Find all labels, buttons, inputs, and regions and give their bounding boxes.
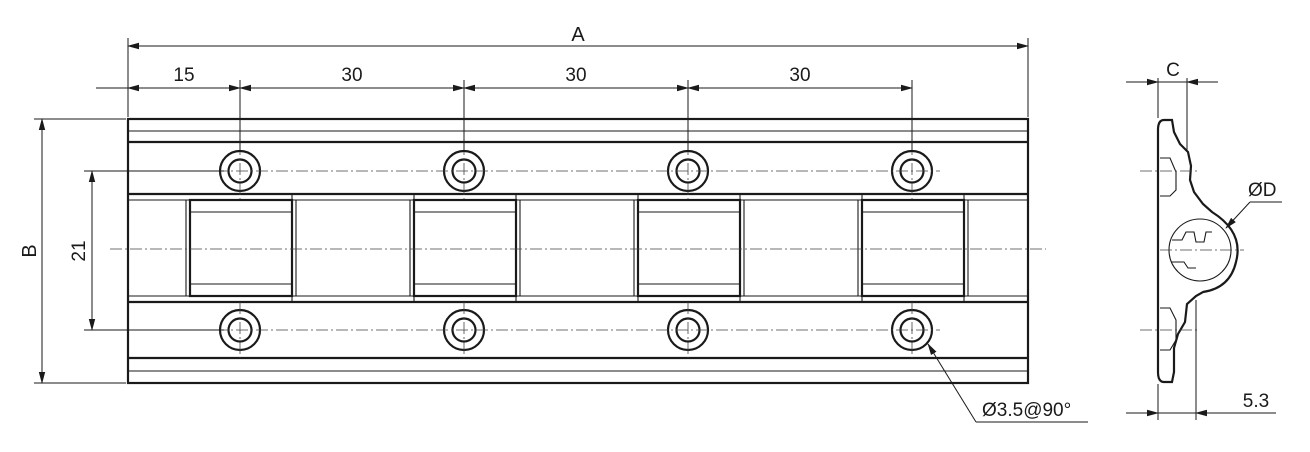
dimension-d: ØD <box>1225 180 1282 229</box>
dim-label-d: ØD <box>1248 180 1277 201</box>
mounting-holes <box>218 143 934 358</box>
slot-window <box>860 198 966 298</box>
dimension-21: 21 <box>69 170 224 331</box>
slot-window <box>636 198 742 298</box>
dim-label-30-first: 30 <box>341 65 362 86</box>
dimension-5-3: 5.3 <box>1126 300 1276 420</box>
dimension-hole-pitch: 15 30 30 30 <box>96 65 913 152</box>
dimension-b: B <box>19 118 126 384</box>
slot-windows <box>127 194 1029 302</box>
side-lower-countersink <box>1160 307 1177 351</box>
dim-label-b: B <box>19 244 41 257</box>
rail-outline <box>126 117 1030 385</box>
dim-label-21: 21 <box>69 240 90 261</box>
slot-window <box>188 198 294 298</box>
side-tube-key <box>1172 231 1212 269</box>
slot-window <box>412 198 518 298</box>
dim-label-a: A <box>571 24 585 46</box>
dim-label-c: C <box>1166 60 1180 81</box>
side-view <box>1140 118 1244 384</box>
dimension-a: A <box>127 24 1029 117</box>
dimension-hole-diameter: Ø3.5@90° <box>927 343 1088 423</box>
dim-label-30-third: 30 <box>789 65 810 86</box>
front-view <box>110 117 1046 385</box>
dim-label-30-second: 30 <box>565 65 586 86</box>
side-upper-countersink <box>1160 157 1177 197</box>
dim-label-15: 15 <box>173 65 194 86</box>
side-profile-outline <box>1156 118 1239 384</box>
dim-label-5-3: 5.3 <box>1243 391 1269 412</box>
dimension-c: C <box>1126 60 1218 150</box>
dim-label-hole: Ø3.5@90° <box>982 400 1071 421</box>
